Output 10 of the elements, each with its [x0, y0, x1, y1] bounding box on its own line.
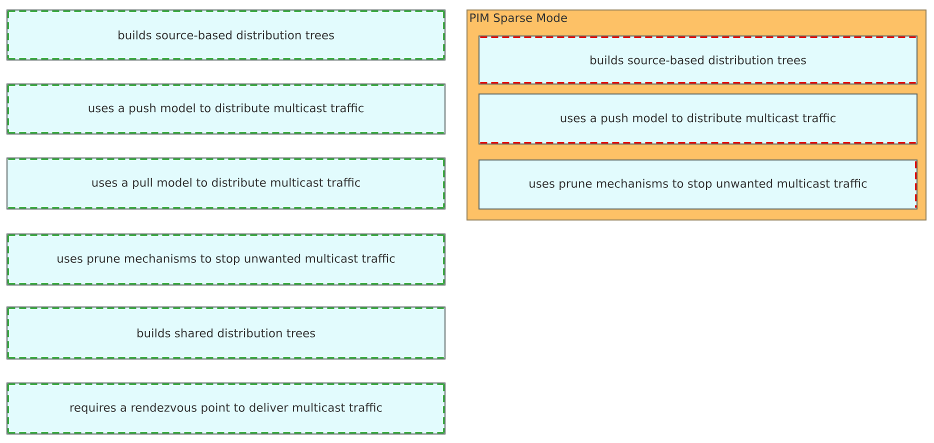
panel-heading: PIM Sparse Mode [470, 13, 567, 24]
option-box: uses a pull model to distribute multicast traffic [6, 157, 446, 210]
option-box: uses prune mechanisms to stop unwanted multicast traffic [6, 233, 446, 286]
option-box: uses prune mechanisms to stop unwanted multicast traffic [478, 159, 918, 210]
option-box: uses a push model to distribute multicast traffic [6, 83, 446, 134]
option-box: builds source-based distribution trees [478, 36, 918, 84]
option-box: builds source-based distribution trees [6, 10, 446, 60]
option-box: builds shared distribution trees [6, 306, 446, 360]
option-box: uses a push model to distribute multicast traffic [478, 93, 918, 144]
option-box: requires a rendezvous point to deliver multicast traffic [6, 382, 446, 434]
